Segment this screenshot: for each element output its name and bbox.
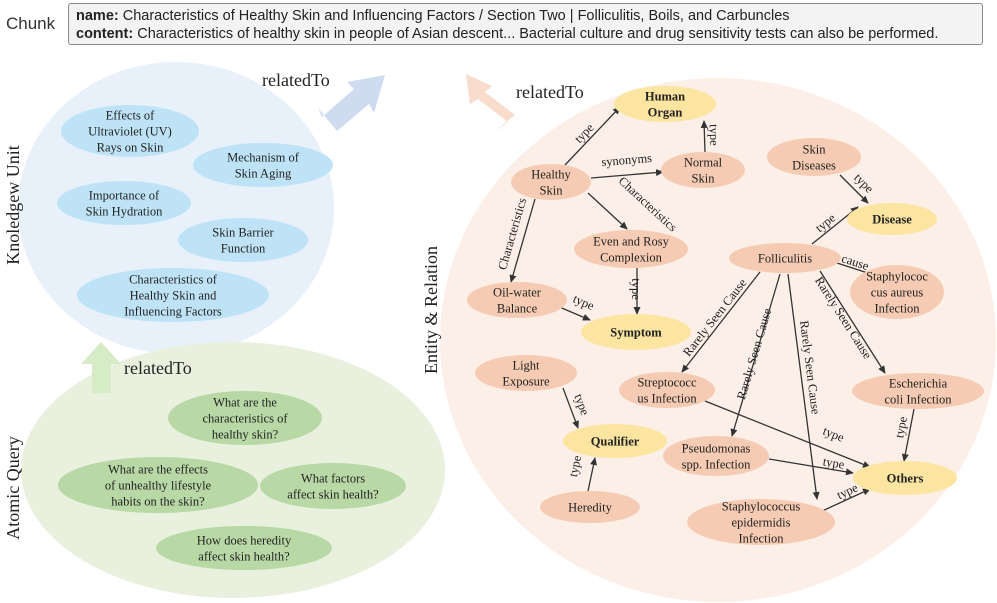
chunk-content-key: content: xyxy=(76,26,134,42)
entity-node-normal_skin xyxy=(661,152,745,188)
chunk-box: name: Characteristics of Healthy Skin an… xyxy=(68,3,983,45)
chunk-name-line: name: Characteristics of Healthy Skin an… xyxy=(76,7,975,25)
edge-label-e19: type xyxy=(892,415,910,439)
chunk-label: Chunk xyxy=(6,14,56,33)
related-to-label-middle: relatedTo xyxy=(124,358,192,378)
entity-node-folliculitis xyxy=(729,243,841,273)
edge-label-e18: type xyxy=(822,454,846,471)
entity-node-oil_water xyxy=(467,282,567,318)
related-to-arrow-entity xyxy=(466,74,515,132)
edge-light-to-qualifier xyxy=(562,387,579,429)
entity-node-disease-label: Disease xyxy=(872,212,912,226)
entity-node-symptom-label: Symptom xyxy=(610,325,662,339)
knowledge-node-uv xyxy=(61,105,199,157)
edge-normal_skin-to-human_organ xyxy=(700,120,708,153)
edge-oil_water-to-symptom xyxy=(556,305,591,321)
chunk-content-value: Characteristics of healthy skin in peopl… xyxy=(137,26,939,42)
edge-folliculitis-to-strep xyxy=(681,271,761,373)
query-node-q1 xyxy=(168,391,322,445)
entity-node-human_organ xyxy=(614,86,716,122)
knowledge-node-aging xyxy=(193,143,333,187)
chunk-name-value: Characteristics of Healthy Skin and Infl… xyxy=(122,8,790,24)
edge-skin_diseases-to-disease xyxy=(839,174,869,204)
chunk-name-key: name: xyxy=(76,8,119,24)
entity-node-symptom xyxy=(581,314,691,350)
entity-node-skin_diseases xyxy=(767,138,861,176)
edge-ecoli-to-others xyxy=(901,408,915,462)
entity-node-qualifier-label: Qualifier xyxy=(591,434,640,448)
entity-node-others-label: Others xyxy=(887,471,924,485)
query-node-q3 xyxy=(260,463,406,509)
edge-healthy_skin-to-human_organ xyxy=(564,106,621,166)
entity-relation-label: Entity & Relation xyxy=(421,246,441,374)
entity-node-qualifier xyxy=(563,424,667,458)
edge-healthy_skin-to-oil_water xyxy=(509,198,536,283)
edge-healthy_skin-to-normal_skin xyxy=(590,169,664,179)
edge-label-e2: type xyxy=(707,124,722,146)
edge-healthy_skin-to-even_rosy xyxy=(587,192,628,230)
knowledge-node-characteristics xyxy=(77,268,269,322)
related-to-label-top-right: relatedTo xyxy=(516,82,584,102)
entity-node-staph_epi xyxy=(687,499,835,545)
entity-node-heredity xyxy=(540,491,640,523)
query-node-q4 xyxy=(156,526,332,570)
knowledge-node-hydration xyxy=(57,181,191,225)
edge-folliculitis-to-pseudomonas xyxy=(730,273,781,437)
edge-folliculitis-to-ecoli xyxy=(819,270,886,374)
related-to-arrow-knowledge xyxy=(318,75,385,131)
entity-node-even_rosy xyxy=(574,230,688,268)
knowledge-node-barrier xyxy=(178,218,308,262)
chunk-content-line: content: Characteristics of healthy skin… xyxy=(76,25,975,43)
atomic-query-label: Atomic Query xyxy=(3,436,23,539)
entity-node-healthy_skin xyxy=(511,164,591,200)
edge-heredity-to-qualifier xyxy=(587,457,597,492)
entity-node-others xyxy=(853,461,957,495)
edge-strep-to-others xyxy=(704,400,871,468)
edge-label-e13: type xyxy=(629,278,643,300)
edge-pseudomonas-to-others xyxy=(768,458,854,476)
entity-node-folliculitis-label: Folliculitis xyxy=(758,251,812,265)
edge-folliculitis-to-staph_epi xyxy=(787,273,820,500)
edge-label-e16: type xyxy=(566,454,584,478)
entity-node-ecoli xyxy=(852,373,984,409)
entity-node-light xyxy=(475,355,577,391)
entity-node-strep xyxy=(619,372,715,408)
edge-label-e3: synonyms xyxy=(601,151,653,169)
edge-staph_epi-to-others xyxy=(819,488,871,513)
entity-node-staph_aureus xyxy=(850,265,944,319)
query-node-q2 xyxy=(58,457,258,513)
knowledge-unit-label: Knoledgew Unit xyxy=(3,145,23,264)
related-to-arrow-query xyxy=(81,342,121,393)
entity-node-disease xyxy=(847,203,937,235)
entity-node-pseudomonas xyxy=(663,436,769,476)
related-to-label-top-left: relatedTo xyxy=(262,70,330,90)
entity-node-heredity-label: Heredity xyxy=(568,500,612,514)
